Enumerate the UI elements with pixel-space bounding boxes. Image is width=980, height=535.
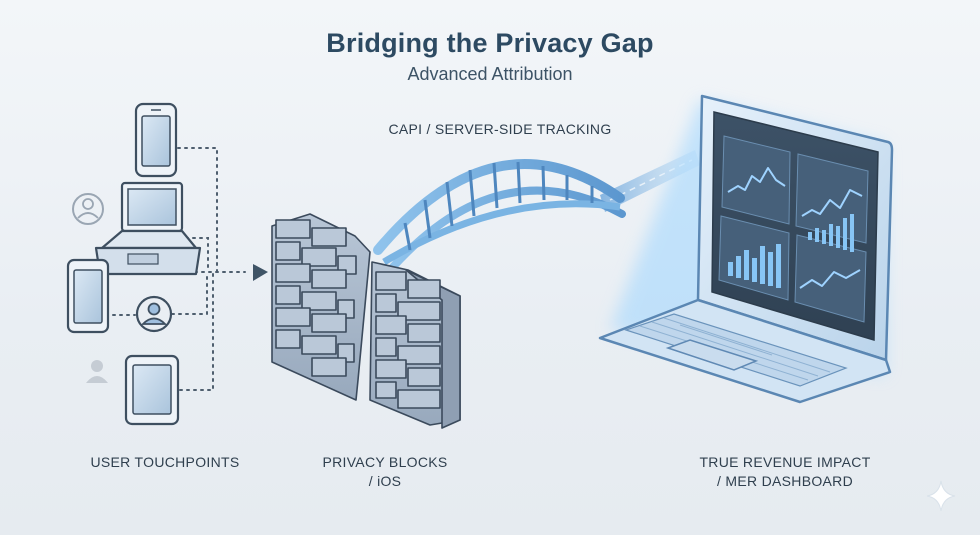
revenue-label: TRUE REVENUE IMPACT / MER DASHBOARD	[680, 453, 890, 491]
privacy-label-line2: / iOS	[368, 473, 402, 489]
user-icon	[72, 193, 104, 225]
brick-wall-icon	[271, 213, 461, 429]
revenue-label-line2: / MER DASHBOARD	[717, 473, 853, 489]
touchpoint-connectors	[112, 147, 246, 391]
tablet-icon	[66, 258, 110, 334]
privacy-label: PRIVACY BLOCKS / iOS	[300, 453, 470, 491]
page-subtitle: Advanced Attribution	[407, 64, 573, 84]
sparkle-icon	[926, 480, 956, 512]
revenue-label-line1: TRUE REVENUE IMPACT	[699, 454, 871, 470]
privacy-label-line1: PRIVACY BLOCKS	[322, 454, 448, 470]
page-title: Bridging the Privacy Gap	[326, 28, 654, 58]
phone-icon	[134, 102, 178, 178]
flow-arrow-icon	[253, 264, 268, 281]
laptop-icon	[94, 181, 202, 276]
bridge-label: CAPI / SERVER-SIDE TRACKING	[388, 121, 612, 137]
ipad-icon	[124, 354, 180, 426]
user-icon	[86, 360, 108, 383]
dashboard-laptop-icon	[598, 94, 894, 404]
bridge-icon	[373, 159, 626, 272]
touchpoints-label: USER TOUCHPOINTS	[90, 454, 240, 470]
user-icon	[135, 295, 173, 333]
